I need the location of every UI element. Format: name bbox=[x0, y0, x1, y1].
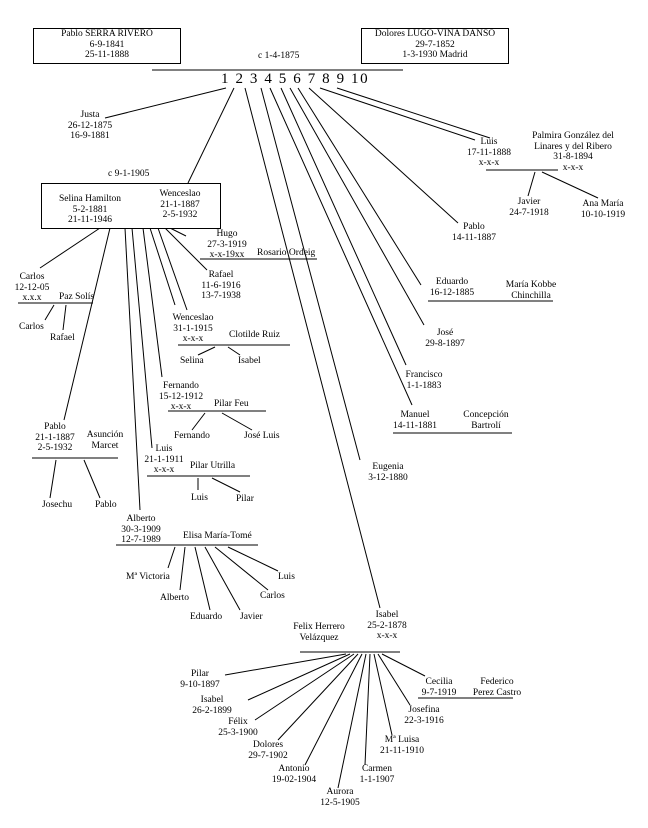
wenceslao-box bbox=[41, 183, 221, 229]
person-rosario-ordeig: Rosario Ordeig bbox=[257, 248, 316, 258]
person-alberto-2: Alberto bbox=[160, 593, 190, 603]
person-luis-3: Luis bbox=[278, 572, 295, 582]
person-elisa-maria-tome: Elisa María-Tomé bbox=[183, 531, 252, 541]
mother-name: Dolores LUGO-VIÑA DANSO bbox=[374, 29, 496, 39]
person-eduardo-2: Eduardo bbox=[190, 612, 223, 622]
person-pilar-utrilla: Pilar Utrilla bbox=[190, 461, 236, 471]
father-box: Pablo SERRA RIVERO 6-9-1841 25-11-1888 bbox=[33, 28, 181, 64]
person-carlos-2: Carlos bbox=[19, 322, 44, 332]
person-pilar-feu: Pilar Feu bbox=[214, 399, 249, 409]
person-pilar-2: Pilar bbox=[236, 494, 254, 504]
person-selina: Selina bbox=[180, 356, 204, 366]
person-m-victoria: Mª Victoria bbox=[126, 572, 170, 582]
person-fernando-2: Fernando bbox=[174, 431, 210, 441]
person-rafael-2: Rafael bbox=[50, 333, 75, 343]
person-carlos-3: Carlos bbox=[260, 591, 285, 601]
person-paz-solis: Paz Solís bbox=[59, 292, 95, 302]
person-clotilde-ruiz: Clotilde Ruiz bbox=[229, 330, 280, 340]
person-javier-2: Javier bbox=[240, 612, 263, 622]
person-josechu: Josechu bbox=[42, 500, 73, 510]
person-jose-luis: José Luis bbox=[244, 431, 280, 441]
mother-died: 1-3-1930 Madrid bbox=[402, 50, 468, 60]
person-luis-2: Luis bbox=[191, 493, 208, 503]
father-name: Pablo SERRA RIVERO bbox=[61, 29, 153, 39]
mother-born: 29-7-1852 bbox=[415, 39, 455, 50]
person-pablo-2: Pablo bbox=[95, 500, 117, 510]
parents-marriage-date: c 1-4-1875 bbox=[258, 51, 300, 61]
person-isabel-w: Isabel bbox=[238, 356, 261, 366]
children-numbers: 1 2 3 4 5 6 7 8 9 10 bbox=[221, 71, 370, 87]
wenceslao-marriage-date: c 9-1-1905 bbox=[108, 169, 150, 179]
mother-box: Dolores LUGO-VIÑA DANSO 29-7-1852 1-3-19… bbox=[361, 28, 509, 64]
father-died: 25-11-1888 bbox=[85, 50, 129, 60]
father-born: 6-9-1841 bbox=[89, 39, 125, 50]
